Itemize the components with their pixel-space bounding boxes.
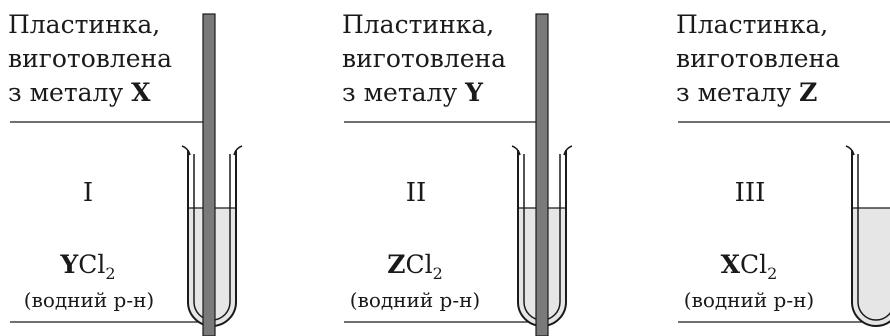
tube-drawing-3 [678, 121, 890, 327]
salt-subscript: 2 [432, 264, 443, 283]
panel-1: Пластинка, виготовлена з металу X I YCl2 (… [0, 0, 300, 336]
metal-plate [202, 13, 216, 336]
test-tube-lip [845, 145, 855, 156]
metal-symbol: Y [465, 78, 483, 107]
test-tube-outline [851, 150, 890, 327]
test-tube-lip [511, 145, 573, 156]
plate-caption: Пластинка, виготовлена з металу Y [342, 8, 506, 110]
salt-metal-symbol: Y [60, 250, 79, 279]
salt-subscript: 2 [767, 264, 778, 283]
salt-formula: YCl2 [13, 250, 163, 283]
roman-numeral: I [82, 178, 94, 208]
salt-formula: XCl2 [674, 250, 824, 283]
tube-drawing-1 [10, 13, 243, 336]
metal-symbol: X [131, 78, 151, 107]
caption-prefix: з металу [8, 78, 132, 107]
caption-line-1: Пластинка, [342, 10, 495, 39]
metal-plate [535, 13, 549, 336]
tube-drawing-2 [344, 13, 573, 336]
salt-anion: Cl [740, 250, 768, 279]
salt-formula: ZCl2 [340, 250, 490, 283]
solution-label: (водний р-н) [349, 288, 481, 312]
plate-caption: Пластинка, виготовлена з металу Z [676, 8, 840, 110]
metal-symbol: Z [799, 78, 818, 107]
solution-label: (водний р-н) [683, 288, 815, 312]
caption-prefix: з металу [676, 78, 800, 107]
caption-prefix: з металу [342, 78, 466, 107]
caption-line-2: виготовлена [342, 44, 507, 73]
salt-subscript: 2 [105, 264, 116, 283]
test-tube-inner-wall [857, 154, 890, 321]
test-tube-lip [181, 145, 243, 156]
caption-line-2: виготовлена [676, 44, 841, 73]
salt-anion: Cl [78, 250, 106, 279]
salt-anion: Cl [405, 250, 433, 279]
roman-numeral: II [405, 178, 427, 208]
roman-numeral: III [734, 178, 766, 208]
caption-line-1: Пластинка, [8, 10, 161, 39]
salt-metal-symbol: X [720, 250, 741, 279]
solution-label: (водний р-н) [23, 288, 155, 312]
plate-caption: Пластинка, виготовлена з металу X [8, 8, 172, 110]
caption-line-2: виготовлена [8, 44, 173, 73]
salt-metal-symbol: Z [387, 250, 406, 279]
caption-line-1: Пластинка, [676, 10, 829, 39]
solution-liquid [852, 208, 890, 326]
panel-3: Пластинка, виготовлена з металу Z III XCl2… [668, 0, 890, 336]
